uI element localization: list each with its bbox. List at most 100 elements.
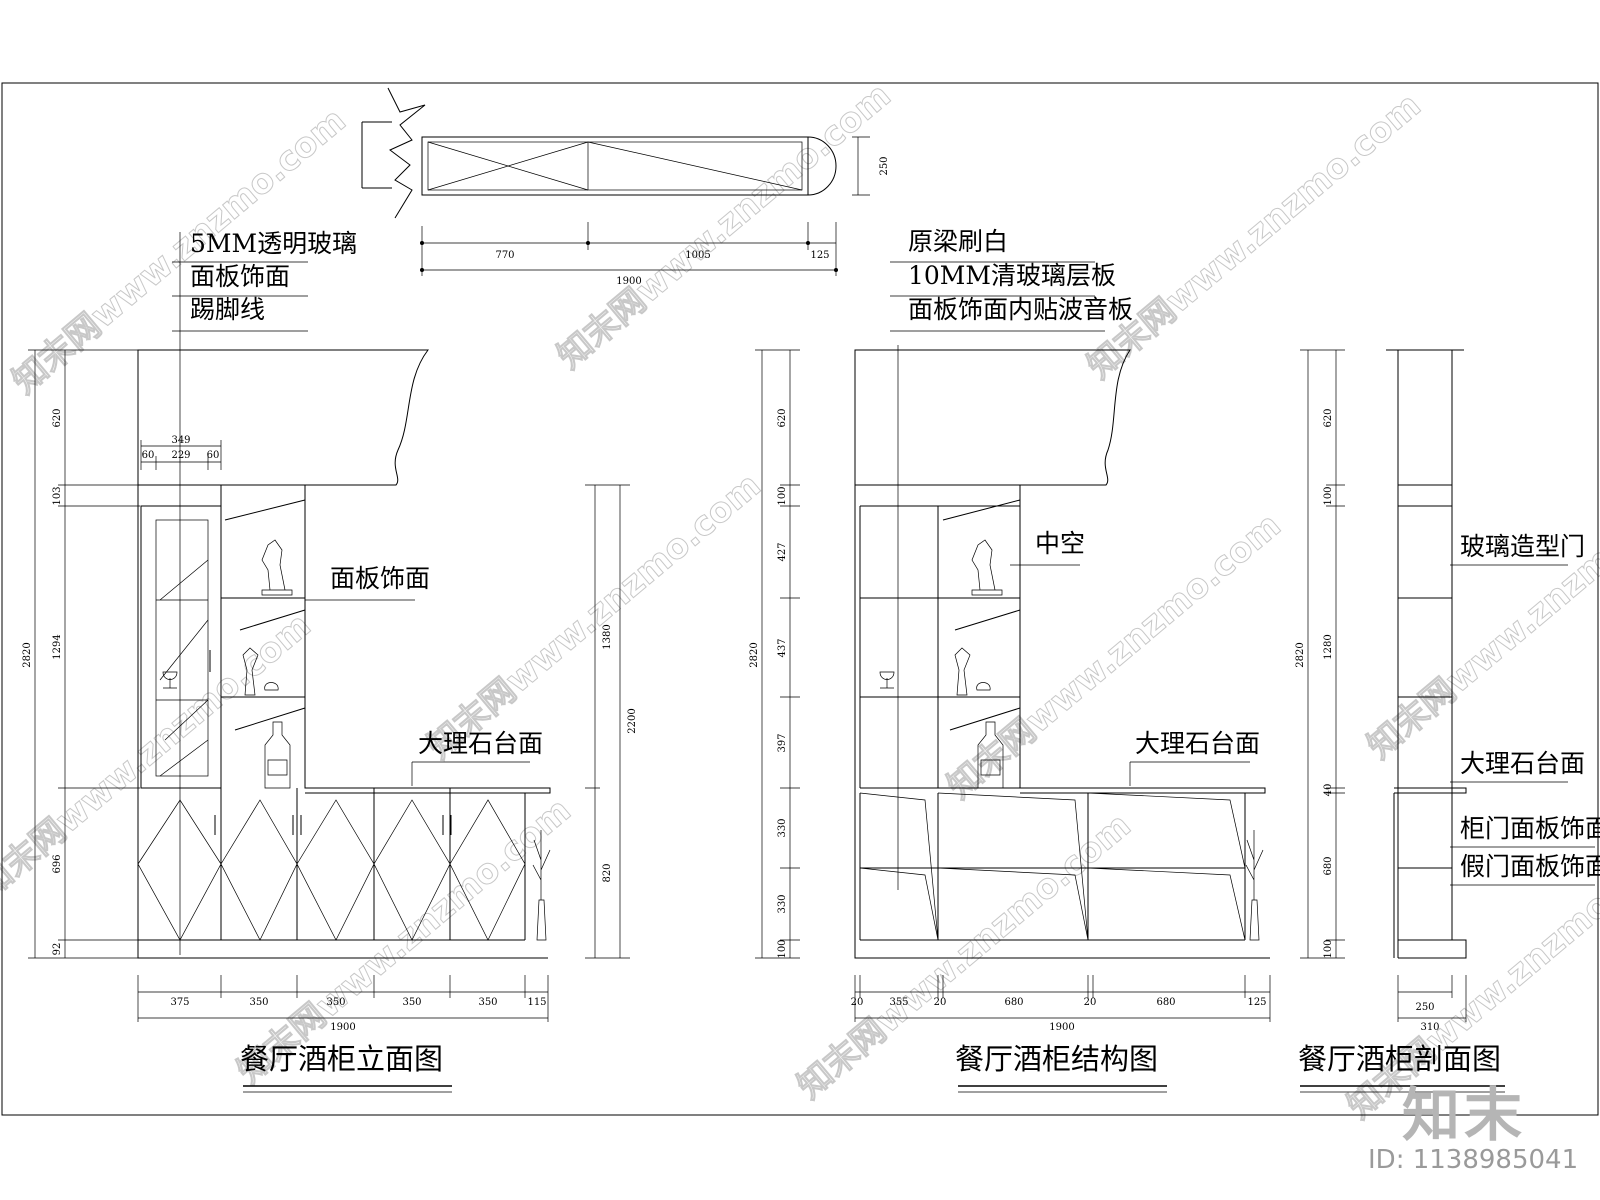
statue-icon — [261, 539, 293, 596]
dim-text: 680 — [1323, 856, 1334, 875]
door-handles — [214, 815, 452, 835]
dim-text: 2820 — [1295, 642, 1306, 667]
dim-tick — [420, 241, 424, 245]
watermark-text: 知末网www.znzmo.com — [1080, 85, 1429, 387]
dim-line — [854, 975, 1271, 1022]
label-door-panel: 柜门面板饰面 — [1460, 814, 1600, 843]
dim-text: 60 — [207, 450, 220, 461]
dim-text: 103 — [52, 486, 63, 505]
dim-text: 350 — [478, 997, 497, 1008]
dim-text: 60 — [142, 450, 155, 461]
dim-text: 1280 — [1323, 634, 1334, 659]
brand-logo: 知末 — [1402, 1081, 1527, 1149]
elevation-view: 5MM透明玻璃 面板饰面 踢脚线 面板饰面 大理石台面 2820 620 — [22, 229, 638, 1093]
dim-line — [1300, 349, 1345, 959]
dim-text: 330 — [777, 818, 788, 837]
dim-text: 696 — [52, 854, 63, 873]
label-glass-shelf: 10MM清玻璃层板 — [908, 261, 1116, 290]
watermark-text: 知末网www.znzmo.com — [0, 605, 319, 907]
label-marble: 大理石台面 — [1460, 749, 1585, 778]
statue-icon — [971, 539, 1003, 596]
dim-text: 1900 — [330, 1022, 355, 1033]
dim-text: 92 — [52, 943, 63, 956]
dim-line — [1397, 975, 1467, 1022]
title-structure: 餐厅酒柜结构图 — [955, 1042, 1158, 1076]
title-elevation: 餐厅酒柜立面图 — [240, 1042, 443, 1076]
dim-text: 1380 — [602, 624, 613, 649]
label-beam: 原梁刷白 — [908, 227, 1008, 256]
label-glass-door: 玻璃造型门 — [1460, 532, 1585, 561]
dim-text: 125 — [1247, 997, 1266, 1008]
label-panel: 面板饰面 — [190, 262, 290, 291]
glass-icon — [879, 671, 895, 689]
plan-wall — [361, 121, 392, 189]
dim-text: 350 — [402, 997, 421, 1008]
shelves — [859, 505, 1020, 789]
dim-tick — [806, 241, 810, 245]
break-line — [387, 87, 426, 219]
title-section: 餐厅酒柜剖面图 — [1298, 1042, 1501, 1076]
section-lower — [1394, 787, 1467, 959]
dim-text: 40 — [1323, 784, 1334, 797]
dim-text: 770 — [495, 250, 514, 261]
dim-tick — [586, 241, 590, 245]
dim-text: 115 — [527, 997, 546, 1008]
cabinet-outline — [854, 350, 1270, 959]
dim-text: 310 — [1420, 1022, 1439, 1033]
dim-line — [755, 349, 800, 959]
label-glass: 5MM透明玻璃 — [190, 229, 357, 258]
dim-text: 100 — [777, 486, 788, 505]
dim-text: 355 — [889, 997, 908, 1008]
plant-icon — [1245, 830, 1264, 941]
glass-pane — [155, 519, 209, 777]
dim-line — [137, 975, 549, 1022]
dim-line — [585, 484, 630, 959]
dim-text: 250 — [879, 156, 890, 175]
dim-text: 20 — [851, 997, 864, 1008]
section-outline — [1386, 349, 1464, 940]
dim-tick — [834, 268, 838, 272]
dim-line — [421, 222, 837, 276]
dim-text: 620 — [1323, 408, 1334, 427]
door-diamonds — [137, 799, 526, 941]
watermark-text: 知末网www.znzmo.com — [420, 465, 769, 767]
leader-lines — [890, 261, 1105, 890]
dim-text: 620 — [777, 408, 788, 427]
dim-text: 2820 — [22, 642, 33, 667]
label-fake-door: 假门面板饰面 — [1460, 852, 1600, 881]
dim-text: 125 — [810, 250, 829, 261]
dim-text: 229 — [171, 450, 190, 461]
label-skirting: 踢脚线 — [190, 295, 265, 324]
dim-text: 100 — [1323, 486, 1334, 505]
leader-line — [1129, 761, 1250, 786]
leader-lines — [172, 232, 308, 955]
sheet-border — [1, 82, 1599, 1116]
vase-icon — [242, 647, 279, 696]
dim-text: 2200 — [627, 708, 638, 733]
bottle-icon — [264, 721, 291, 789]
glass-hatch — [156, 559, 209, 777]
dim-text: 437 — [777, 638, 788, 657]
dim-text: 20 — [1084, 997, 1097, 1008]
shelf-slopes — [942, 499, 1021, 731]
image-id-label: ID: 1138985041 — [1368, 1145, 1579, 1175]
label-marble: 大理石台面 — [1135, 729, 1260, 758]
label-marble: 大理石台面 — [418, 729, 543, 758]
dim-text: 680 — [1004, 997, 1023, 1008]
leader-line — [411, 761, 530, 786]
label-panel-veneer: 面板饰面内贴波音板 — [908, 295, 1133, 324]
dim-text: 330 — [777, 894, 788, 913]
dim-text: 1005 — [685, 250, 710, 261]
beam — [854, 349, 1131, 486]
dim-text: 100 — [1323, 939, 1334, 958]
plan-outline — [421, 136, 809, 196]
dim-tick — [420, 268, 424, 272]
dim-text: 375 — [170, 997, 189, 1008]
label-shelf-panel: 面板饰面 — [330, 564, 430, 593]
dim-text: 620 — [52, 408, 63, 427]
dim-text: 20 — [934, 997, 947, 1008]
vase-icon — [954, 647, 991, 696]
watermark-text: 知末网www.znzmo.com — [1360, 465, 1600, 767]
dim-text: 2820 — [749, 642, 760, 667]
